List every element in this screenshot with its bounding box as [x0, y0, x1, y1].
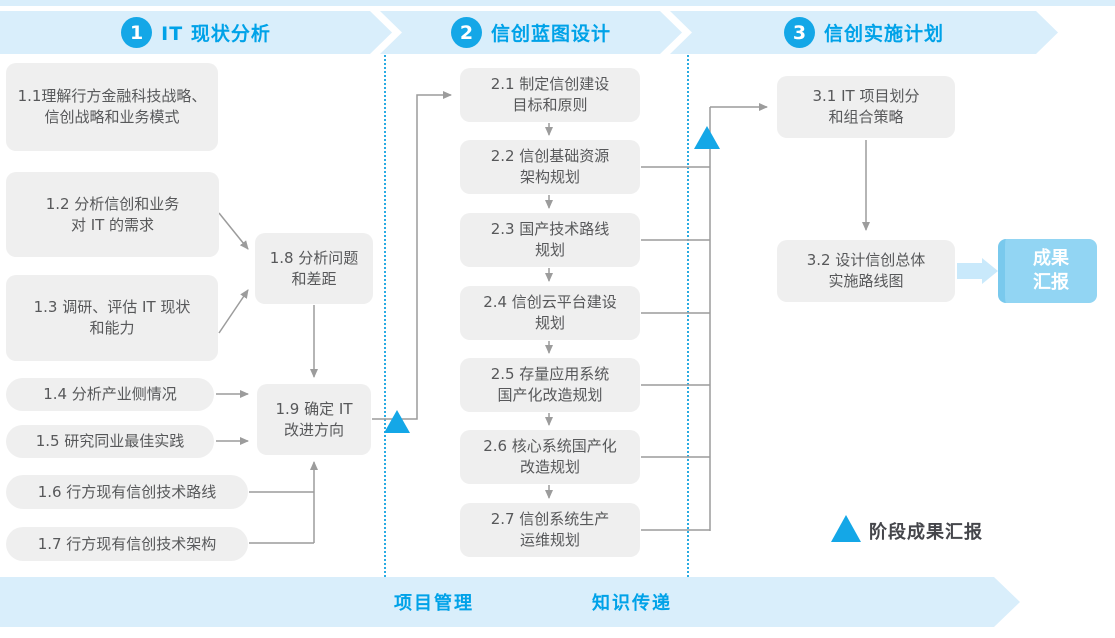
footer-label-project-management: 项目管理 [394, 593, 474, 614]
phase-number-badge: 1 [121, 17, 152, 48]
legend-milestone-triangle-icon [831, 515, 861, 542]
node-1-4: 1.4 分析产业侧情况 [6, 378, 214, 411]
node-2-3: 2.3 国产技术路线 规划 [460, 213, 640, 267]
phase-separator-dotted-line-2 [687, 55, 689, 577]
footer-banner [0, 577, 1020, 627]
top-edge-strip [0, 0, 1115, 6]
footer-label-knowledge-transfer: 知识传递 [592, 593, 672, 614]
milestone-triangle-icon [694, 126, 720, 149]
arrow-1-3-to-1-8 [218, 289, 249, 334]
outcome-report-box: 成果 汇报 [998, 239, 1097, 303]
phase-number-badge: 3 [784, 17, 815, 48]
arrow-1-2-to-1-8 [218, 212, 249, 250]
milestone-triangle-icon [384, 410, 410, 433]
node-2-1: 2.1 制定信创建设 目标和原则 [460, 68, 640, 122]
node-1-5: 1.5 研究同业最佳实践 [6, 425, 214, 458]
node-2-2: 2.2 信创基础资源 架构规划 [460, 140, 640, 194]
node-2-5: 2.5 存量应用系统 国产化改造规划 [460, 358, 640, 412]
node-2-4: 2.4 信创云平台建设 规划 [460, 286, 640, 340]
node-1-2: 1.2 分析信创和业务 对 IT 的需求 [6, 172, 219, 257]
phase-title: 信创蓝图设计 [490, 23, 611, 45]
report-arrow-icon [957, 258, 998, 284]
node-1-3: 1.3 调研、评估 IT 现状 和能力 [6, 275, 218, 361]
legend-milestone-label: 阶段成果汇报 [869, 522, 983, 543]
phase-title: IT 现状分析 [161, 23, 271, 45]
node-1-1: 1.1理解行方金融科技战略、 信创战略和业务模式 [6, 63, 218, 151]
phase-title: 信创实施计划 [823, 23, 944, 45]
node-1-9: 1.9 确定 IT 改进方向 [257, 384, 371, 455]
node-1-8: 1.8 分析问题 和差距 [255, 233, 373, 304]
phase-number-badge: 2 [451, 17, 482, 48]
node-3-2: 3.2 设计信创总体 实施路线图 [777, 240, 955, 302]
phase-separator-dotted-line-1 [384, 55, 386, 577]
node-1-7: 1.7 行方现有信创技术架构 [6, 527, 248, 561]
node-3-1: 3.1 IT 项目划分 和组合策略 [777, 76, 955, 138]
phase-banner-3: 3 信创实施计划 [670, 11, 1058, 54]
node-2-6: 2.6 核心系统国产化 改造规划 [460, 430, 640, 484]
arrow-1-9-to-2-1 [372, 91, 452, 420]
node-1-6: 1.6 行方现有信创技术路线 [6, 475, 248, 509]
node-2-7: 2.7 信创系统生产 运维规划 [460, 503, 640, 557]
phase-banner-1: 1 IT 现状分析 [0, 11, 392, 54]
phase-banner-2: 2 信创蓝图设计 [380, 11, 682, 54]
